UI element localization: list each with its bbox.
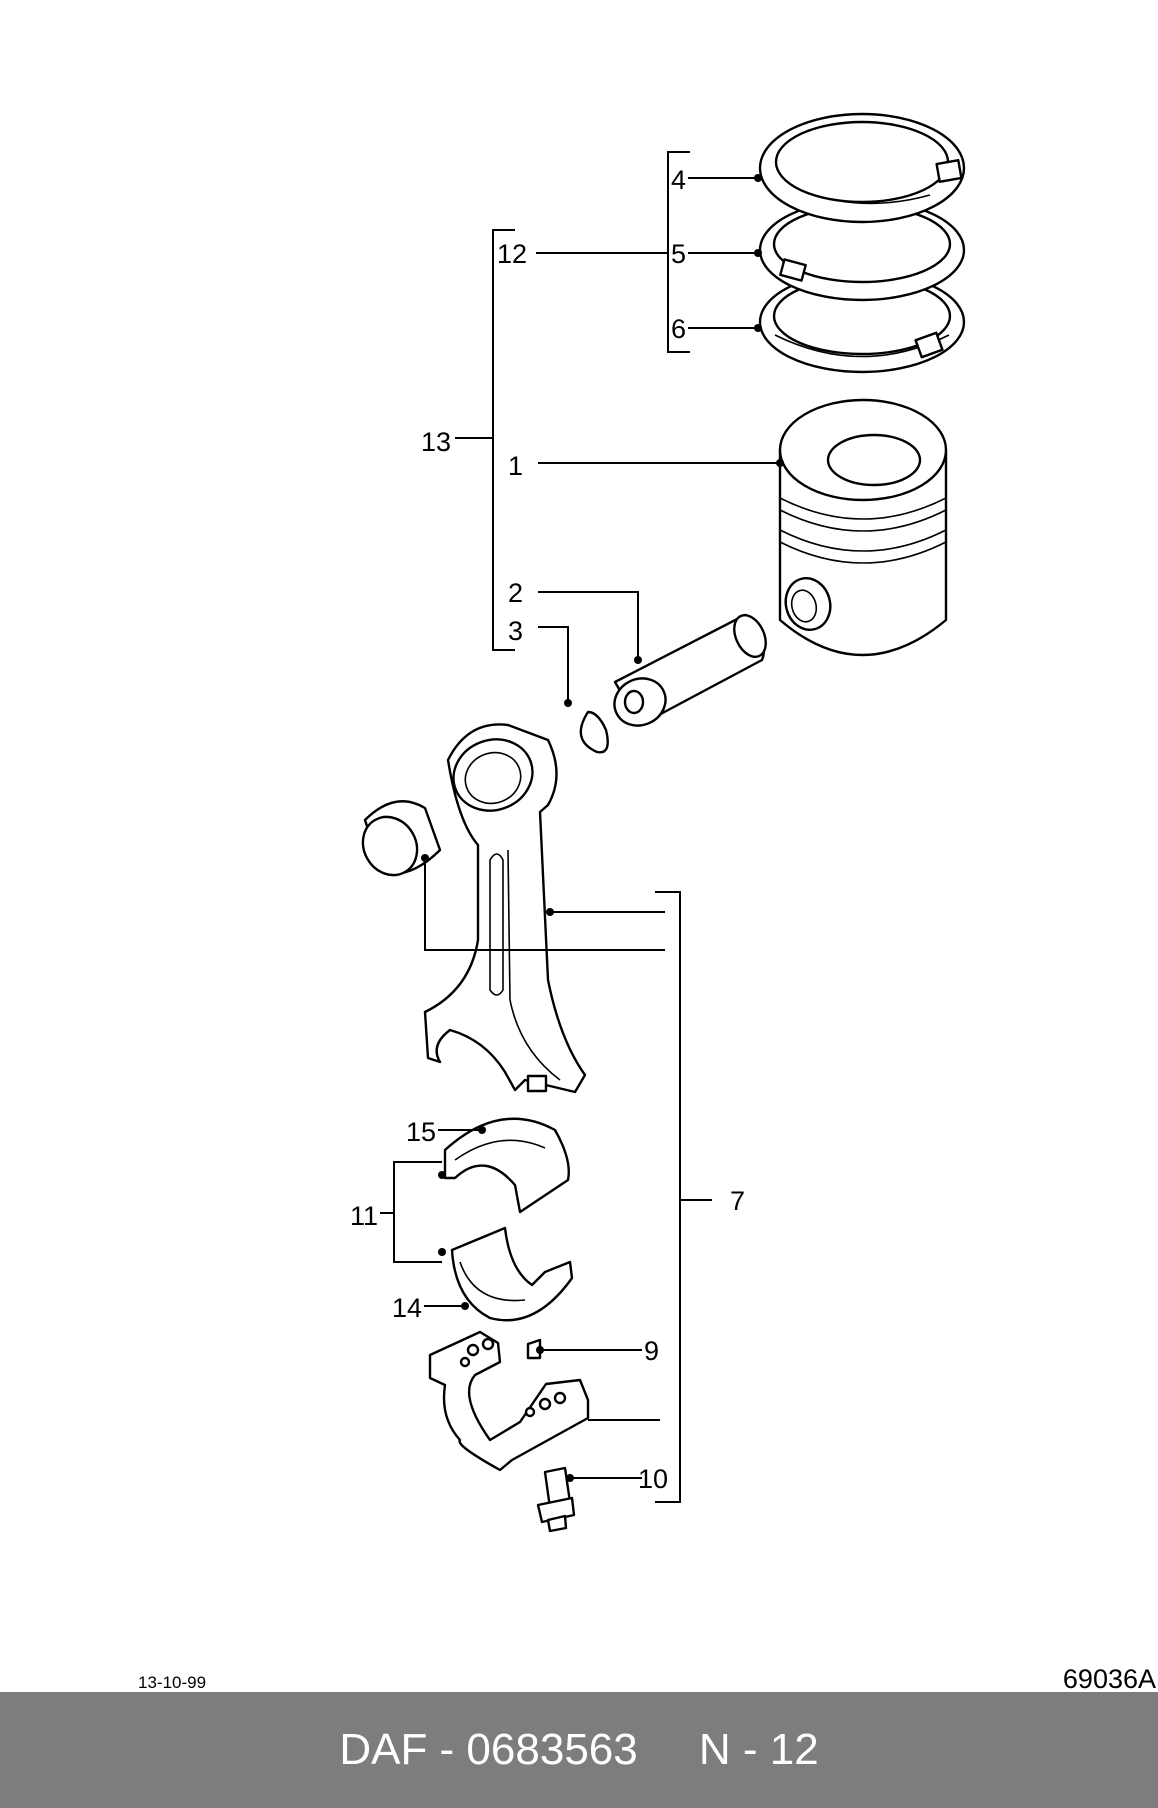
callout-10: 10 bbox=[638, 1464, 668, 1494]
callout-4: 4 bbox=[671, 165, 686, 195]
piston-ring-4 bbox=[758, 112, 966, 224]
cap-bolt bbox=[536, 1466, 576, 1533]
callout-15: 15 bbox=[406, 1117, 436, 1147]
part-caption: DAF - 0683563 N - 12 bbox=[339, 1725, 819, 1774]
callout-11: 11 bbox=[350, 1201, 378, 1231]
piston bbox=[778, 398, 948, 657]
small-end-bushing bbox=[361, 800, 442, 877]
callout-1: 1 bbox=[508, 451, 523, 481]
dowel-pin bbox=[526, 1338, 542, 1360]
leader-lines bbox=[380, 151, 780, 1503]
connecting-rod bbox=[423, 723, 587, 1094]
bearing-cap bbox=[428, 1330, 590, 1472]
callout-13: 13 bbox=[421, 427, 451, 457]
callout-12: 12 bbox=[497, 239, 527, 269]
callout-5: 5 bbox=[671, 239, 686, 269]
callout-2: 2 bbox=[508, 578, 523, 608]
callout-6: 6 bbox=[671, 314, 686, 344]
callout-3: 3 bbox=[508, 616, 523, 646]
piston-ring-6 bbox=[758, 270, 966, 374]
circlip bbox=[579, 710, 609, 754]
callout-14: 14 bbox=[392, 1293, 422, 1323]
footer-bar: DAF - 0683563 N - 12 bbox=[0, 1692, 1158, 1808]
leader-dots bbox=[421, 174, 784, 1482]
callout-7: 7 bbox=[730, 1186, 745, 1216]
drawing-number: 69036A bbox=[1062, 1664, 1156, 1694]
bearing-shell-lower bbox=[450, 1226, 574, 1322]
callout-9: 9 bbox=[644, 1336, 659, 1366]
revision-date: 13-10-99 bbox=[138, 1673, 207, 1692]
piston-pin bbox=[613, 613, 767, 727]
bearing-shell-upper bbox=[443, 1117, 570, 1214]
exploded-parts-diagram: 4 5 6 12 13 1 2 3 7 15 11 14 9 10 bbox=[350, 112, 966, 1533]
